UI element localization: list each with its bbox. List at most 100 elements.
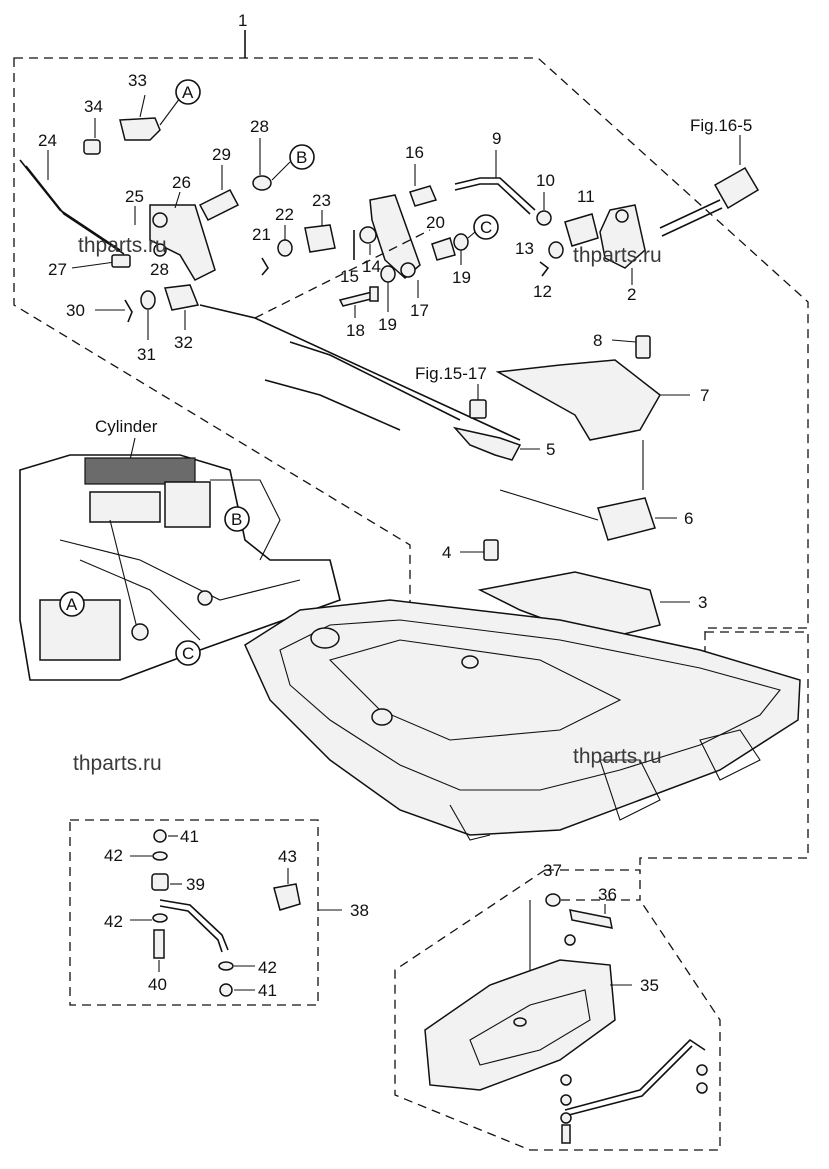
callout-29: 29	[212, 145, 231, 164]
callout-6: 6	[684, 509, 693, 528]
callout-5: 5	[546, 440, 555, 459]
callout-12: 12	[533, 282, 552, 301]
connector-c-cylinder	[175, 640, 201, 666]
leader-c-top	[467, 231, 476, 239]
engine-cover	[244, 599, 801, 841]
leader-cylinder	[129, 437, 136, 461]
connector-a-cylinder-label: A	[66, 595, 78, 614]
callout-25: 25	[125, 187, 144, 206]
washer-42-bottom	[218, 961, 234, 971]
callout-22: 22	[275, 205, 294, 224]
callout-21: 21	[252, 225, 271, 244]
tray-bolt	[561, 1124, 571, 1144]
callout-43: 43	[278, 847, 297, 866]
lever-17	[369, 194, 421, 280]
guide-line-2	[499, 489, 599, 521]
tray-rod-edge	[564, 1045, 693, 1117]
link-rod-edge	[159, 905, 223, 953]
nut-41-bottom	[219, 983, 233, 997]
callout-41-top: 41	[180, 827, 199, 846]
connector-b-cylinder	[224, 506, 250, 532]
callout-42-top: 42	[104, 846, 123, 865]
callout-15: 15	[340, 267, 359, 286]
connector-a-cylinder	[59, 591, 85, 617]
connector-b-cylinder-label: B	[231, 510, 242, 529]
callout-35: 35	[640, 976, 659, 995]
cover-boundary	[639, 631, 809, 872]
kit-38-boundary	[69, 819, 319, 1006]
callout-4: 4	[442, 543, 451, 562]
lever-17-boss	[400, 262, 416, 278]
tray-rod	[564, 1038, 706, 1111]
lever-2-boss	[615, 209, 629, 223]
callout-31: 31	[137, 345, 156, 364]
leader-a-top	[159, 97, 181, 126]
nut-41-top	[153, 829, 167, 843]
connector-c-top	[473, 214, 499, 240]
clip-12	[539, 261, 550, 277]
tray-boundary	[394, 869, 721, 1151]
cable-16-5	[659, 199, 721, 229]
washer-13	[548, 241, 564, 259]
callout-7: 7	[700, 386, 709, 405]
washer-19-right	[453, 233, 469, 251]
cylinder-label: Cylinder	[95, 417, 158, 436]
callout-38: 38	[350, 901, 369, 920]
callout-13: 13	[515, 239, 534, 258]
callout-14: 14	[362, 257, 381, 276]
bolt-40	[153, 929, 165, 959]
bracket-3	[477, 571, 661, 641]
washer-28-upper	[252, 175, 272, 191]
callout-28-lower: 28	[150, 260, 169, 279]
callout-42-mid: 42	[104, 912, 123, 931]
rod-9	[454, 177, 536, 211]
assembly-number: 1	[238, 11, 247, 30]
washer-19-left	[380, 265, 396, 283]
tray-washer-1	[560, 1074, 572, 1086]
bolt-36	[569, 909, 613, 929]
nut-37	[545, 893, 561, 907]
cable-middle	[289, 341, 461, 421]
tray-hole	[513, 1017, 527, 1027]
link-rod	[159, 899, 229, 951]
connector-b-top-label: B	[296, 148, 307, 167]
cable-lower	[264, 379, 401, 431]
nut-tray-top	[564, 934, 576, 946]
leader-27	[71, 261, 116, 269]
tray-nut-2	[696, 1082, 708, 1094]
callout-36: 36	[598, 885, 617, 904]
guide-line-1	[254, 229, 431, 319]
collar-20	[431, 237, 456, 261]
watermark-4: thparts.ru	[573, 745, 662, 768]
cable-16-5-end	[713, 166, 760, 210]
figure-ref-16-5: Fig.16-5	[690, 116, 752, 135]
watermark-1: thparts.ru	[78, 234, 167, 257]
collar-16	[409, 185, 438, 207]
callout-2: 2	[627, 285, 636, 304]
bolt-5	[469, 399, 487, 419]
grommet-39	[151, 873, 169, 891]
washer-42-mid	[152, 913, 168, 923]
watermark-3: thparts.ru	[73, 752, 162, 775]
leader-8	[611, 339, 637, 343]
callout-19-right: 19	[452, 268, 471, 287]
callout-24: 24	[38, 131, 57, 150]
clip-21	[261, 257, 269, 276]
grommet-43	[273, 883, 301, 911]
cover-7	[495, 359, 661, 441]
connector-c-top-label: C	[480, 218, 492, 237]
washer-42-top	[152, 851, 168, 861]
connector-a-top-label: A	[182, 83, 194, 102]
callout-41-bottom: 41	[258, 981, 277, 1000]
washer-22	[277, 239, 293, 257]
leader-33	[139, 94, 146, 118]
lever-26-boss	[152, 212, 168, 228]
callout-18: 18	[346, 321, 365, 340]
bolt-18-head	[369, 286, 379, 302]
screw-34	[83, 139, 101, 155]
tray-washer-3	[560, 1112, 572, 1124]
leader-26	[174, 191, 181, 209]
block-6	[597, 497, 656, 541]
